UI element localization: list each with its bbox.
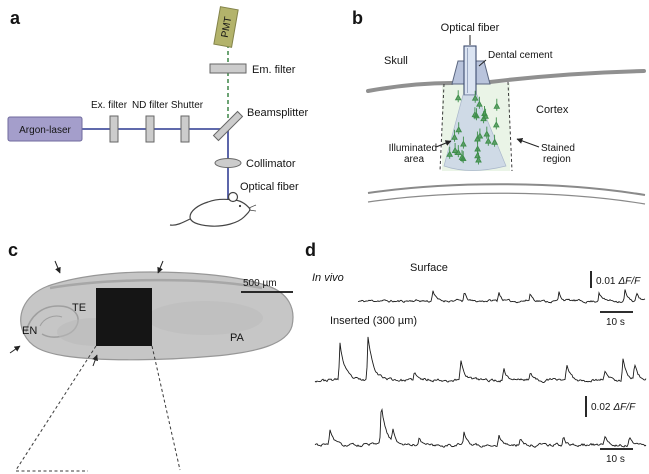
cortex-label: Cortex <box>536 104 569 116</box>
neuron-glyph <box>454 90 462 103</box>
shutter-label: Shutter <box>171 100 204 111</box>
slice-arrow-bottom-center <box>92 354 98 367</box>
cortex-bottom-line-1 <box>367 183 646 196</box>
magnification-dashed-left <box>15 345 97 471</box>
illuminated-area-label-line2: area <box>404 154 424 165</box>
imaged-region-square <box>96 288 152 346</box>
in-vivo-label: In vivo <box>312 272 344 284</box>
stained-region-arrow <box>516 138 540 148</box>
mouse-whiskers <box>248 204 257 212</box>
neuron-glyph <box>451 129 458 142</box>
stained-region-label-line1: Stained <box>541 143 575 154</box>
dff-scale-value-bottom: 0.02 <box>591 402 611 413</box>
neuron-glyph <box>481 106 488 118</box>
neuron-glyph <box>493 98 501 111</box>
dff-scale-value-top: 0.01 <box>596 276 616 287</box>
stained-boundary-left <box>439 83 445 172</box>
panel-b: b Optical fiber Skull Dental cement Cort… <box>352 8 646 205</box>
illuminated-area-label-line1: Illuminated <box>389 143 437 154</box>
optical-fiber-label-a: Optical fiber <box>240 181 299 193</box>
inserted-trace-2 <box>314 407 647 448</box>
neuron-glyph <box>476 96 483 109</box>
mouse-body <box>189 198 251 227</box>
neuron-glyph <box>459 151 467 164</box>
time-scale-label-top: 10 s <box>606 317 625 328</box>
neuron-glyph <box>455 122 463 135</box>
nd-filter <box>145 115 155 143</box>
neuron-glyph <box>471 90 479 103</box>
scale-bar-label: 500 µm <box>243 278 277 289</box>
collimator <box>214 158 242 168</box>
illuminated-area-arrow <box>435 140 452 148</box>
surface-label: Surface <box>410 262 448 274</box>
mouse-tail <box>169 218 191 226</box>
neuron-glyph <box>446 146 454 159</box>
slice-curl-inner-line <box>39 315 63 327</box>
mouse-eye <box>238 204 242 208</box>
cortex-bottom-line-2 <box>367 192 646 205</box>
argon-laser-box <box>7 116 83 142</box>
dental-cement-leader-line <box>478 59 487 67</box>
neuron-glyph <box>473 108 480 121</box>
skull-label: Skull <box>384 55 408 67</box>
neuron-glyph <box>475 152 482 165</box>
nd-filter-label: ND filter <box>132 100 169 111</box>
neuron-glyph <box>454 145 462 158</box>
stained-boundary-right <box>507 81 513 172</box>
skull-line-left <box>366 81 454 93</box>
excitation-filter <box>109 115 119 143</box>
neuron-glyph <box>460 136 467 149</box>
stained-region-label-line2: region <box>543 154 571 165</box>
neuron-glyph <box>451 143 459 155</box>
pmt-box <box>213 6 239 48</box>
dff-scale-unit-bottom: ΔF/F <box>612 402 636 413</box>
panel-c-letter: c <box>8 240 18 260</box>
surface-trace <box>357 289 646 304</box>
time-scale-label-bottom: 10 s <box>606 454 625 465</box>
neuron-glyph <box>491 134 498 147</box>
panel-a-letter: a <box>10 8 21 28</box>
region-label-pa: PA <box>230 332 245 344</box>
mouse-illustration <box>169 191 257 227</box>
panel-a: a PMT Em. filter Beamsplitter Argon-lase… <box>7 6 308 227</box>
panel-d-letter: d <box>305 240 316 260</box>
panel-b-letter: b <box>352 8 363 28</box>
pmt-detector: PMT <box>213 6 239 48</box>
skull-line-right <box>488 69 646 84</box>
inserted-trace-1 <box>314 336 647 383</box>
neuron-glyph <box>492 117 500 130</box>
inserted-label: Inserted (300 µm) <box>330 315 417 327</box>
slice-arrow-top-left <box>54 260 61 274</box>
dff-scale-unit-top: ΔF/F <box>617 276 641 287</box>
dental-cement-label: Dental cement <box>488 50 553 61</box>
region-label-en: EN <box>22 325 37 337</box>
collimator-label: Collimator <box>246 158 296 170</box>
beamsplitter-label: Beamsplitter <box>247 107 308 119</box>
neuron-glyph <box>474 131 481 144</box>
slice-shading-right <box>147 301 263 335</box>
panel-c: c TE EN PA 500 µm <box>8 240 294 472</box>
magnification-dashed-right <box>151 345 181 471</box>
implanted-fiber <box>463 45 477 96</box>
optical-fiber-label-b: Optical fiber <box>441 22 500 34</box>
neuron-glyph <box>483 126 491 139</box>
argon-laser-label: Argon-laser <box>19 125 71 136</box>
region-label-te: TE <box>72 302 86 314</box>
stained-neurons <box>446 90 501 165</box>
mouse-ear <box>227 191 239 203</box>
slice-top-band <box>49 278 263 290</box>
shutter <box>180 115 190 143</box>
slice-arrow-bottom-left <box>9 345 21 354</box>
emission-filter <box>209 63 247 74</box>
pmt-label: PMT <box>220 16 234 39</box>
emission-filter-label: Em. filter <box>252 64 296 76</box>
slice-arrow-top-right <box>157 260 164 274</box>
beamsplitter <box>212 110 244 142</box>
excitation-filter-label: Ex. filter <box>91 100 128 111</box>
